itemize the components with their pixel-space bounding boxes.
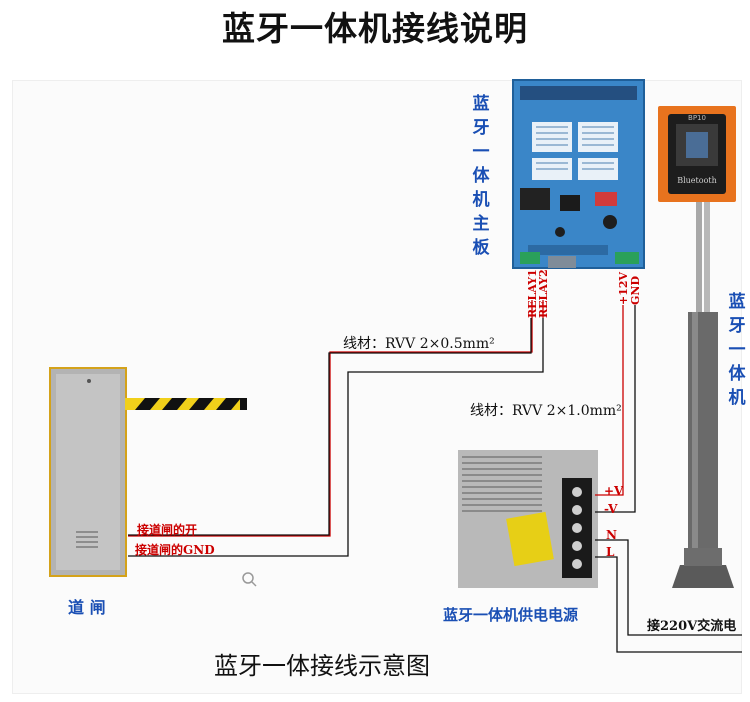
barrier-label: 道 闸 bbox=[68, 598, 106, 617]
barrier-open-label: 接道闸的开 bbox=[137, 523, 198, 537]
wire-relay-gnd bbox=[128, 318, 544, 557]
diagram-caption: 蓝牙一体接线示意图 bbox=[214, 652, 430, 680]
barrier-gnd-label: 接道闸的GND bbox=[135, 543, 215, 557]
device-label: 蓝牙一体机 bbox=[728, 292, 746, 408]
wire-gnd bbox=[595, 305, 636, 513]
psu-plus-v-label: +V bbox=[604, 484, 624, 498]
relay-wire-label: 线材：RVV 2×0.5mm² bbox=[343, 336, 495, 352]
page-title: 蓝牙一体机接线说明 bbox=[222, 9, 528, 48]
psu-label: 蓝牙一体机供电电源 bbox=[443, 606, 579, 624]
power-wire-label: 线材：RVV 2×1.0mm² bbox=[470, 403, 622, 419]
device-screen-top: BP10 bbox=[688, 114, 706, 122]
relay2-label: RELAY2 bbox=[537, 269, 550, 318]
psu-l-label: L bbox=[606, 545, 615, 559]
wire-plus12v bbox=[595, 305, 624, 496]
wires bbox=[128, 300, 742, 653]
mainboard-image bbox=[512, 79, 645, 269]
wire-ac-n bbox=[595, 539, 742, 636]
wire-relay-open bbox=[128, 318, 533, 537]
psu-n-label: N bbox=[606, 528, 617, 542]
psu-minus-v-label: -V bbox=[604, 502, 618, 516]
device-brand: Bluetooth bbox=[677, 176, 717, 185]
mainboard-label: 蓝牙一体机主板 bbox=[472, 94, 490, 258]
bluetooth-device-image bbox=[658, 106, 736, 588]
gnd-label: GND bbox=[629, 276, 642, 305]
power-supply-image bbox=[458, 450, 598, 588]
wire-ac-l bbox=[595, 556, 742, 653]
barrier-gate-image bbox=[49, 367, 247, 577]
ac-label: 接220V交流电 bbox=[647, 619, 737, 634]
zoom-icon bbox=[242, 572, 257, 587]
